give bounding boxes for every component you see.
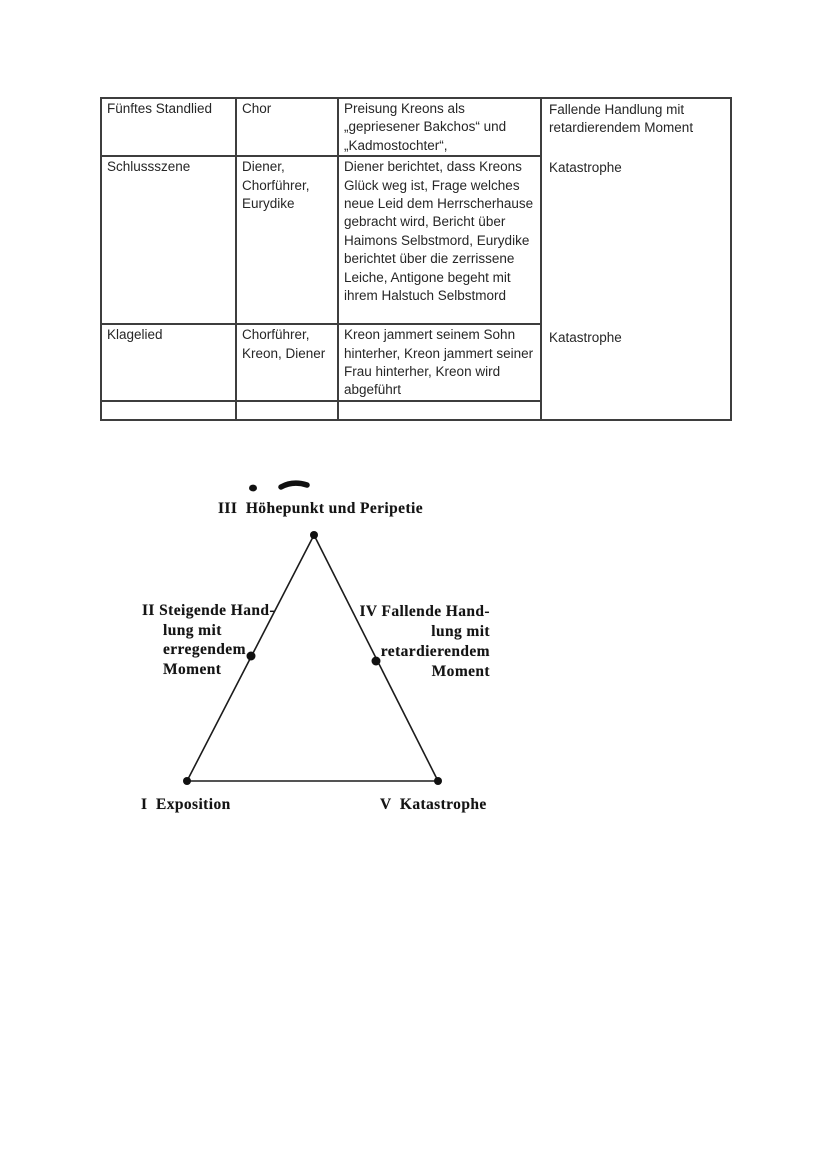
scene-cell (100, 399, 237, 421)
content-cell: Diener berichtet, dass Kreons Glück weg … (337, 155, 542, 326)
freytag-pyramid-diagram: III Höhepunkt und Peripetie II Steigende… (130, 460, 530, 830)
scene-cell: Klagelied (100, 323, 237, 402)
table-row: Schlussszene Diener, Chorführer, Eurydik… (100, 155, 731, 326)
rising-mid-dot (246, 651, 256, 661)
content-cell (337, 399, 542, 421)
falling-action-label: IV Fallende Hand- lung mit retardierende… (359, 603, 490, 680)
diagram-title: III Höhepunkt und Peripetie (218, 500, 423, 517)
katastrophe-label: V Katastrophe (380, 796, 487, 813)
antigone-scene-table: Fünftes Standlied Chor Preisung Kreons a… (100, 96, 732, 421)
characters-cell (235, 399, 339, 421)
pyramid-drawing (183, 480, 442, 785)
characters-cell: Chorführer, Kreon, Diener (235, 323, 339, 402)
table-row: Klagelied Chorführer, Kreon, Diener Kreo… (100, 323, 731, 402)
scene-cell: Schlussszene (100, 155, 237, 326)
content-cell: Kreon jammert seinem Sohn hinterher, Kre… (337, 323, 542, 402)
content-cell: Preisung Kreons als „gepriesener Bakchos… (337, 96, 542, 158)
table-row-empty (100, 399, 731, 421)
exposition-label: I Exposition (141, 796, 231, 813)
exposition-dot (183, 777, 191, 785)
characters-cell: Diener, Chorführer, Eurydike (235, 155, 339, 326)
climax-dot (310, 531, 318, 539)
phase-label: Katastrophe (549, 330, 622, 345)
phase-label: Katastrophe (549, 160, 622, 175)
table-row: Fünftes Standlied Chor Preisung Kreons a… (100, 96, 732, 421)
phase-label: Fallende Handlung mit retardierendem Mom… (549, 102, 694, 136)
scene-cell: Fünftes Standlied (100, 96, 237, 158)
rising-action-label: II Steigende Hand- lung mit erregendem M… (142, 602, 275, 679)
phase-column: Fallende Handlung mit retardierendem Mom… (540, 97, 732, 421)
katastrophe-dot (434, 777, 442, 785)
cropped-text-artifact (249, 480, 310, 492)
characters-cell: Chor (235, 96, 339, 158)
falling-mid-dot (371, 656, 381, 666)
